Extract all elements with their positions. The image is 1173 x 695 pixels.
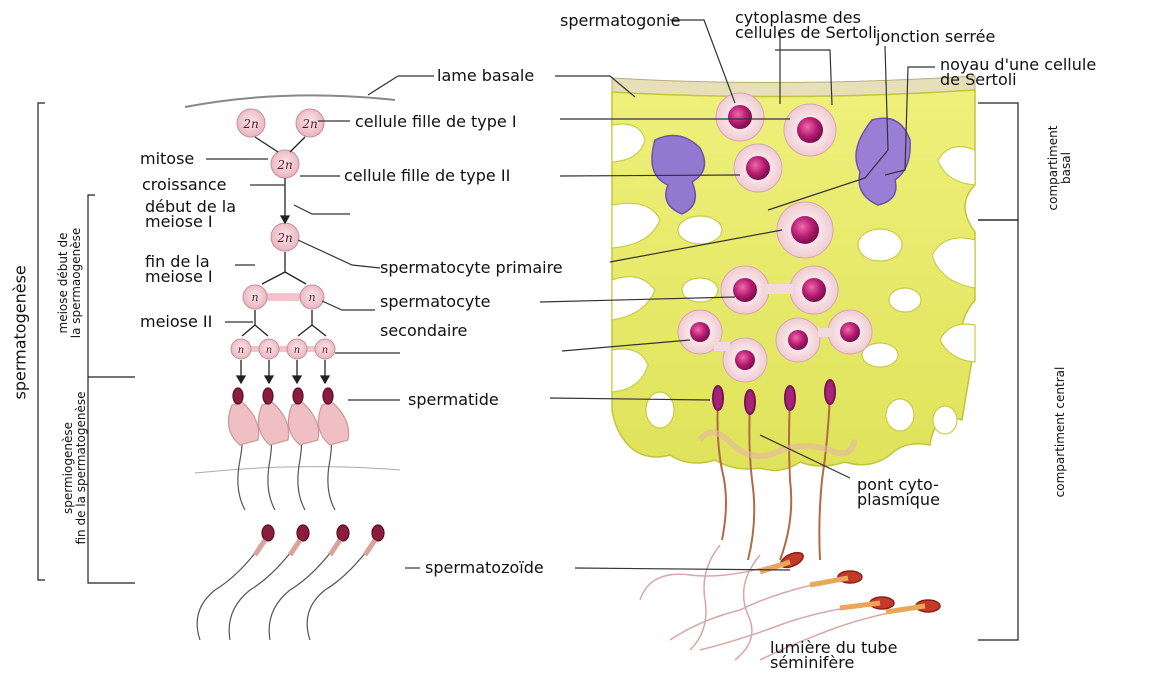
label-spermatide: spermatide — [408, 391, 499, 408]
label-lame-basale: lame basale — [437, 67, 534, 84]
ploidy-2n: 2n — [276, 231, 292, 245]
cell-n: n — [231, 339, 251, 359]
ploidy-n: n — [322, 345, 328, 356]
cell-n: n — [243, 285, 267, 309]
label-lumiere: lumière du tube séminifère — [770, 640, 940, 670]
ploidy-n: n — [266, 345, 272, 356]
label-jonction-serree: jonction serrée — [876, 28, 995, 45]
bracket-central — [978, 220, 1018, 640]
ploidy-n: n — [251, 291, 258, 304]
cell — [784, 104, 836, 156]
label-comp-basal-b: basal — [1060, 118, 1073, 218]
cell — [790, 266, 838, 314]
label-noyau-sertoli: noyau d'une cellule de Sertoli — [940, 57, 1120, 87]
spermatogonie-cell — [716, 93, 764, 141]
label-debut-meiose: début de la meiose I — [145, 199, 260, 229]
cell — [776, 318, 820, 362]
cell — [828, 310, 872, 354]
cell-n: n — [259, 339, 279, 359]
label-pont-cytoplasmique: pont cyto-plasmique — [857, 477, 952, 507]
label-fin-meiose: fin de la meiose I — [145, 254, 250, 284]
ploidy-2n: 2n — [242, 117, 258, 131]
ploidy-n: n — [308, 291, 315, 304]
cell — [777, 202, 833, 258]
bracket-spermatogenese — [38, 103, 45, 580]
label-meiose-b: la spermaogenèse — [70, 213, 83, 353]
label-spermatocyte-primaire: spermatocyte primaire — [380, 259, 563, 276]
cell-n: n — [300, 285, 324, 309]
schematic-spermatids — [228, 388, 348, 510]
label-mitose: mitose — [140, 150, 194, 167]
ploidy-2n: 2n — [276, 158, 292, 172]
label-meiose-debut: meiose début de la spermaogenèse — [57, 213, 83, 353]
label-spermio-b: fin de la spermatogenèse — [75, 383, 88, 553]
ploidy-2n: 2n — [301, 117, 317, 131]
ploidy-n: n — [238, 345, 244, 356]
label-spermatocyte-secondaire-1: spermatocyte — [380, 293, 490, 310]
cell-n: n — [287, 339, 307, 359]
bracket-meiose — [88, 195, 135, 377]
label-cytoplasme-sertoli: cytoplasme des cellules de Sertoli — [735, 10, 885, 40]
label-spermatocyte-secondaire-2: secondaire — [380, 322, 467, 339]
cell — [734, 144, 782, 192]
label-compartiment-basal: compartiment basal — [1047, 118, 1073, 218]
bracket-spermiogenese — [88, 377, 135, 583]
label-spermatozoide: spermatozoïde — [425, 559, 544, 576]
cell-2n: 2n — [271, 150, 299, 178]
label-compartiment-central: compartiment central — [1053, 352, 1067, 512]
bracket-basal — [978, 103, 1018, 220]
label-spermiogenese: spermiogenèse fin de la spermatogenèse — [62, 383, 88, 553]
lumen-line — [195, 467, 400, 473]
label-cellule-fille-2: cellule fille de type II — [344, 167, 510, 184]
label-cellule-fille-1: cellule fille de type I — [355, 113, 517, 130]
label-croissance: croissance — [142, 176, 227, 193]
cell-2n: 2n — [271, 223, 299, 251]
cell-2n: 2n — [237, 109, 265, 137]
cell-n: n — [315, 339, 335, 359]
cell-2n: 2n — [296, 109, 324, 137]
label-meiose-ii: meiose II — [140, 313, 212, 330]
label-spermatogenese: spermatogenèse — [11, 280, 30, 400]
cell — [721, 266, 769, 314]
schematic-spermatozoa — [197, 525, 384, 640]
label-spermatogonie: spermatogonie — [560, 12, 680, 29]
lame-basale-line — [185, 95, 395, 107]
sertoli-tissue — [612, 76, 975, 660]
ploidy-n: n — [294, 345, 300, 356]
